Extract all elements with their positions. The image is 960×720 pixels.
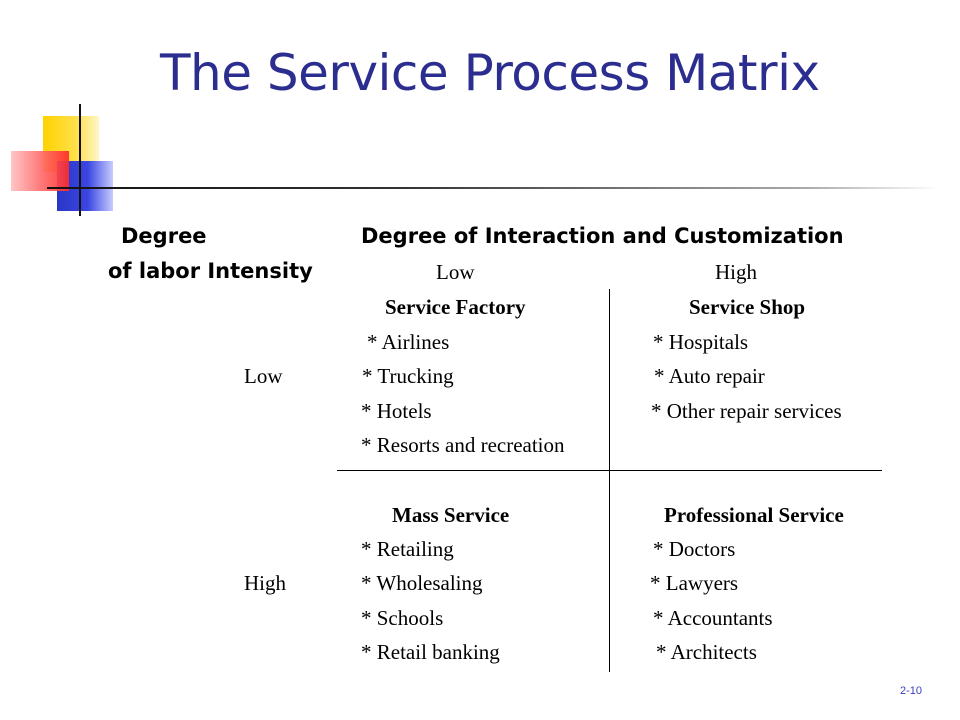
quadrant-title: Service Factory <box>385 295 526 319</box>
list-item: * Doctors <box>653 537 736 561</box>
matrix-horizontal-divider <box>337 470 882 471</box>
quadrant-title: Service Shop <box>689 295 806 319</box>
list-item: * Schools <box>361 606 444 630</box>
logo-red-square <box>11 151 69 191</box>
degree-label: Degree <box>121 224 207 248</box>
row-low-label: Low <box>244 364 283 388</box>
list-item: * Lawyers <box>650 571 739 595</box>
list-item: * Auto repair <box>654 364 765 388</box>
column-high-label: High <box>715 260 757 284</box>
list-item: * Wholesaling <box>361 571 483 595</box>
row-high-label: High <box>244 571 286 595</box>
list-item: * Hospitals <box>653 330 749 354</box>
list-item: * Retailing <box>361 537 454 561</box>
list-item: * Trucking <box>362 364 454 388</box>
list-item: * Accountants <box>653 606 773 630</box>
quadrant-title: Professional Service <box>664 503 844 527</box>
slide-title: The Service Process Matrix <box>160 44 820 102</box>
list-item: * Hotels <box>361 399 432 423</box>
labor-intensity-label: of labor Intensity <box>108 259 313 283</box>
quadrant-title: Mass Service <box>392 503 510 527</box>
list-item: * Airlines <box>367 330 450 354</box>
list-item: * Architects <box>656 640 757 664</box>
list-item: * Resorts and recreation <box>361 433 565 457</box>
list-item: * Retail banking <box>361 640 500 664</box>
list-item: * Other repair services <box>651 399 842 423</box>
logo-vertical-line <box>79 104 81 216</box>
title-underline <box>47 187 940 189</box>
interaction-header: Degree of Interaction and Customization <box>361 224 844 248</box>
page-number: 2-10 <box>899 685 922 697</box>
matrix-vertical-divider <box>609 289 610 672</box>
column-low-label: Low <box>436 260 475 284</box>
